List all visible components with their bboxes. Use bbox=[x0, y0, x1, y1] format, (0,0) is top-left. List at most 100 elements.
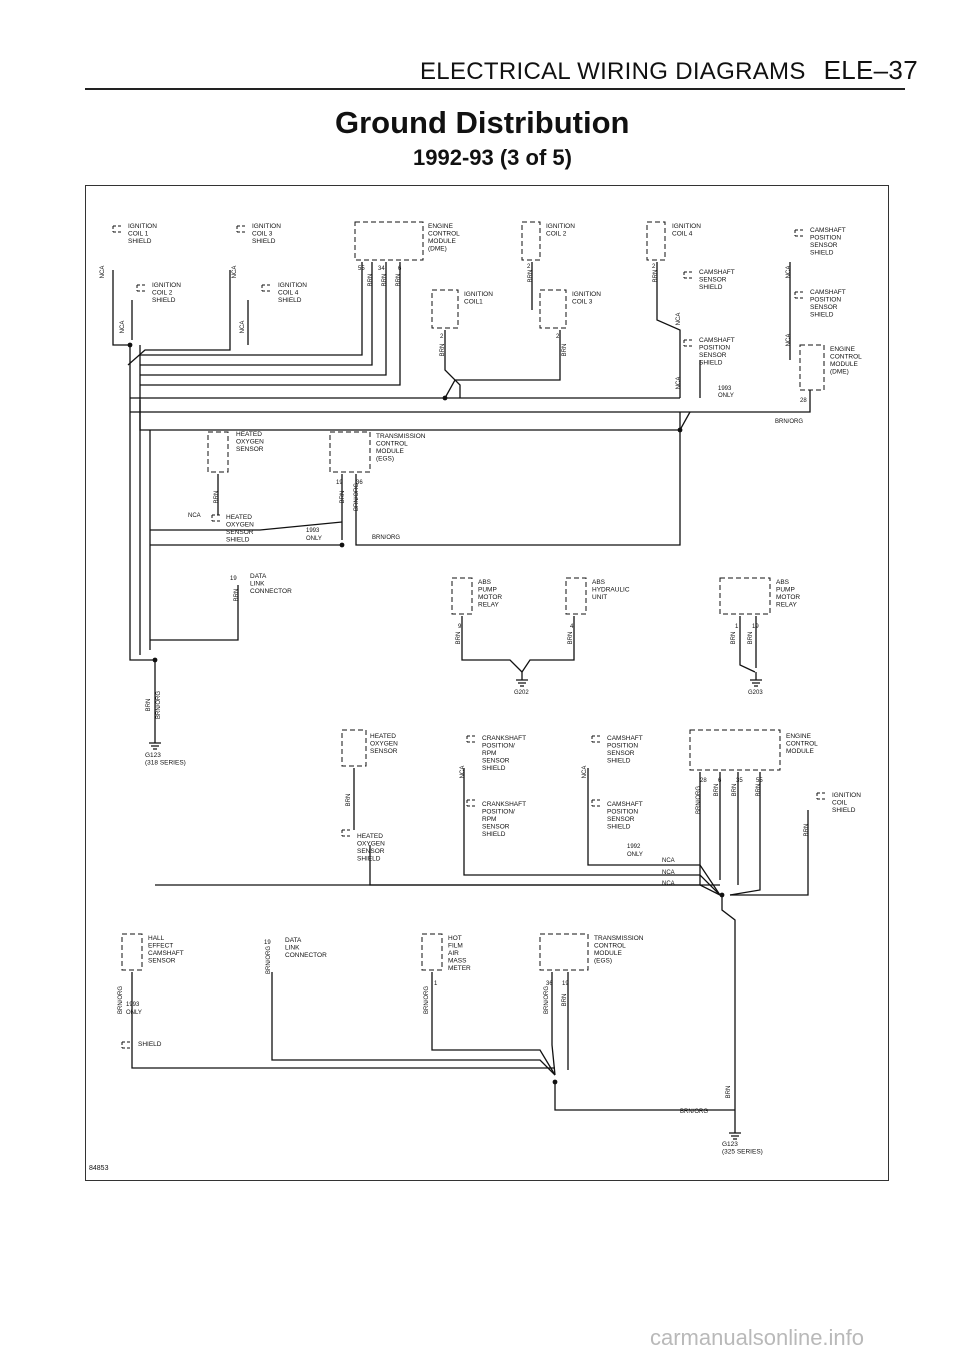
shield-icon bbox=[466, 735, 477, 743]
svg-text:IGNITION: IGNITION bbox=[546, 223, 575, 230]
diagram-frame bbox=[85, 185, 889, 1181]
pin-number: 9 bbox=[458, 624, 462, 630]
pin-number: 2 bbox=[527, 264, 531, 270]
svg-text:G123: G123 bbox=[145, 752, 161, 759]
svg-text:HOT: HOT bbox=[448, 935, 462, 942]
svg-text:ENGINE: ENGINE bbox=[786, 733, 812, 740]
svg-text:MODULE: MODULE bbox=[786, 748, 814, 755]
note-only: ONLY bbox=[306, 536, 322, 542]
ground-wire bbox=[150, 585, 239, 641]
egs-box-lower bbox=[539, 933, 589, 971]
svg-text:RPM: RPM bbox=[482, 816, 496, 823]
svg-text:HYDRAULIC: HYDRAULIC bbox=[592, 587, 630, 594]
svg-text:SENSOR: SENSOR bbox=[699, 352, 727, 359]
wire-color-brn-org: BRN/ORG bbox=[775, 419, 803, 425]
hall-effect-box bbox=[121, 933, 143, 971]
wire-brn: BRN bbox=[456, 632, 462, 645]
svg-text:MODULE: MODULE bbox=[594, 950, 622, 957]
shield-icon bbox=[211, 514, 222, 522]
shield-icon bbox=[261, 284, 272, 292]
pin-number: 36 bbox=[356, 480, 363, 486]
svg-text:POSITION: POSITION bbox=[699, 345, 730, 352]
svg-text:CAMSHAFT: CAMSHAFT bbox=[148, 950, 184, 957]
abs-hydraulic-box bbox=[565, 577, 587, 615]
svg-text:HEATED: HEATED bbox=[370, 733, 396, 740]
splice-point bbox=[442, 395, 448, 401]
svg-text:TRANSMISSION: TRANSMISSION bbox=[594, 935, 644, 942]
svg-text:RELAY: RELAY bbox=[478, 602, 499, 609]
splice-point bbox=[152, 657, 158, 663]
dme-box-right bbox=[799, 344, 825, 391]
svg-text:SENSOR: SENSOR bbox=[226, 529, 254, 536]
pin-number: 19 bbox=[230, 576, 237, 582]
svg-text:SENSOR: SENSOR bbox=[699, 277, 727, 284]
svg-text:LINK: LINK bbox=[285, 945, 300, 952]
svg-text:(EGS): (EGS) bbox=[376, 456, 394, 463]
svg-text:CAMSHAFT: CAMSHAFT bbox=[607, 801, 643, 808]
pin-number: 6 bbox=[718, 778, 722, 784]
pin-number: 28 bbox=[800, 398, 807, 404]
ground-wire bbox=[140, 262, 387, 376]
pin-number: 19 bbox=[562, 981, 569, 987]
shield-icon bbox=[591, 799, 602, 807]
svg-text:MOTOR: MOTOR bbox=[478, 594, 502, 601]
ground-g202 bbox=[516, 672, 528, 687]
svg-text:SHIELD: SHIELD bbox=[357, 856, 381, 863]
shield-icon bbox=[136, 284, 147, 292]
splice-point bbox=[339, 542, 345, 548]
svg-text:CONNECTOR: CONNECTOR bbox=[285, 952, 327, 959]
wire-brn: BRN bbox=[804, 824, 810, 837]
svg-text:SHIELD: SHIELD bbox=[482, 831, 506, 838]
svg-text:SHIELD: SHIELD bbox=[699, 284, 723, 291]
page-code: ELE–37 bbox=[823, 55, 918, 85]
ground-wire bbox=[551, 972, 556, 1076]
wire-nca: NCA bbox=[460, 766, 466, 779]
pin-number: 2 bbox=[440, 334, 444, 340]
svg-text:COIL1: COIL1 bbox=[464, 299, 483, 306]
heated-o2-box-1 bbox=[207, 431, 229, 473]
svg-text:METER: METER bbox=[448, 965, 471, 972]
shield-lower-label: SHIELD bbox=[138, 1041, 162, 1048]
svg-text:COIL 4: COIL 4 bbox=[278, 290, 299, 297]
svg-text:SHIELD: SHIELD bbox=[810, 250, 834, 257]
svg-text:POSITION: POSITION bbox=[607, 743, 638, 750]
shield-icon bbox=[794, 291, 805, 299]
svg-text:CONTROL: CONTROL bbox=[830, 354, 862, 361]
wire-brn: BRN bbox=[731, 632, 737, 645]
pin-number: 19 bbox=[336, 480, 343, 486]
pin-number: 1 bbox=[434, 981, 438, 987]
svg-text:SHIELD: SHIELD bbox=[832, 807, 856, 814]
svg-text:LINK: LINK bbox=[250, 581, 265, 588]
svg-text:ABS: ABS bbox=[776, 579, 790, 586]
shield-icon bbox=[683, 339, 694, 347]
wire-brn: BRN bbox=[382, 274, 388, 287]
svg-text:ENGINE: ENGINE bbox=[830, 346, 856, 353]
shield-icon bbox=[794, 229, 805, 237]
svg-text:MODULE: MODULE bbox=[428, 238, 456, 245]
wire-brn-org: BRN/ORG bbox=[266, 946, 272, 974]
abs-pump-relay-box bbox=[451, 577, 473, 615]
shield-icon bbox=[121, 1041, 132, 1049]
wire-nca: NCA bbox=[240, 321, 246, 334]
pin-number: 19 bbox=[752, 624, 759, 630]
ground-wire bbox=[129, 345, 155, 661]
shield-icon bbox=[341, 829, 352, 837]
svg-text:SENSOR: SENSOR bbox=[236, 446, 264, 453]
svg-text:CONTROL: CONTROL bbox=[376, 441, 408, 448]
svg-text:CRANKSHAFT: CRANKSHAFT bbox=[482, 801, 526, 808]
svg-text:UNIT: UNIT bbox=[592, 594, 607, 601]
